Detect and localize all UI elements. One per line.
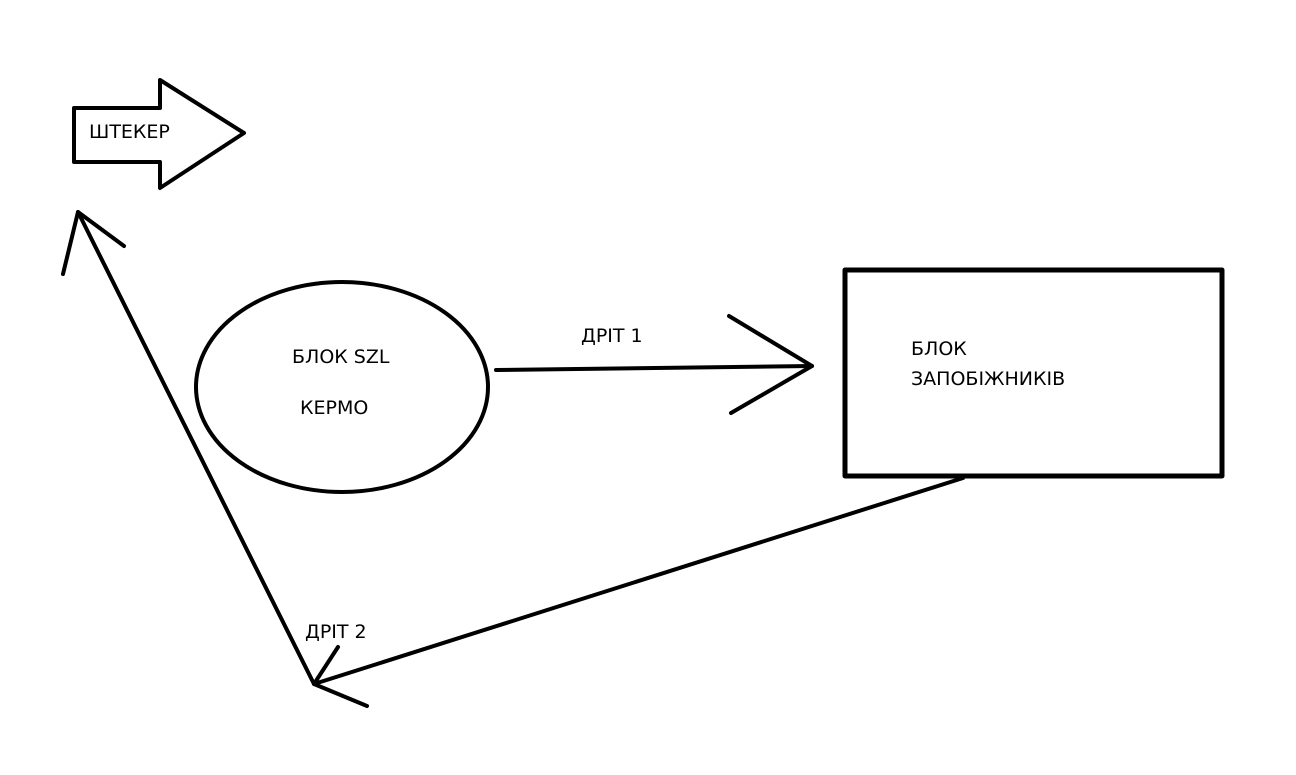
wire-2-label: ДРІТ 2 <box>305 621 367 643</box>
wire-1-edge: ДРІТ 1 <box>494 314 814 415</box>
wire-2-edge: ДРІТ 2 <box>61 210 965 708</box>
plug-node: ШТЕКЕР <box>72 78 246 190</box>
wire-1-arrowhead <box>727 314 814 415</box>
fuse-block-rect <box>842 267 1225 479</box>
szl-block-label-line1: БЛОК SZL <box>292 346 390 368</box>
fuse-block-node: БЛОК ЗАПОБІЖНИКІВ <box>842 267 1225 479</box>
wire-2-line-lower <box>312 476 965 686</box>
plug-arrow-shape <box>72 78 246 190</box>
plug-label: ШТЕКЕР <box>89 121 170 143</box>
wire-1-label: ДРІТ 1 <box>581 325 643 347</box>
wire-2-line-upper <box>76 210 316 686</box>
szl-block-label-line2: КЕРМО <box>300 397 368 419</box>
szl-block-node: БЛОК SZL КЕРМО <box>194 280 490 494</box>
szl-block-ellipse <box>194 280 490 494</box>
wire-1-line <box>494 364 814 372</box>
fuse-block-label-line2: ЗАПОБІЖНИКІВ <box>911 368 1065 390</box>
fuse-block-label-line1: БЛОК <box>911 338 967 360</box>
wire-2-top-arrowhead <box>61 210 126 276</box>
